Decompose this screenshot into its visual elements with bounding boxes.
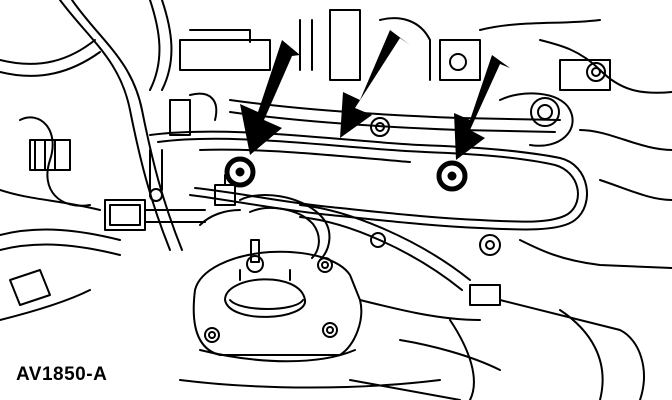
diagonal-hose bbox=[214, 174, 471, 291]
left-hose-bundle bbox=[0, 0, 183, 321]
cross-member bbox=[349, 299, 501, 400]
right-side-components bbox=[370, 129, 672, 400]
callout-arrow-left bbox=[240, 40, 300, 155]
callout-arrow-right bbox=[454, 55, 510, 160]
callout-arrow-center bbox=[340, 30, 410, 138]
hose-clamp bbox=[104, 149, 206, 231]
highlighted-fastener-left bbox=[224, 156, 256, 188]
coolant-elbow bbox=[199, 194, 331, 261]
intake-manifold bbox=[169, 9, 672, 147]
highlighted-fastener-right bbox=[436, 160, 468, 192]
figure-label: AV1850-A bbox=[16, 364, 108, 385]
engine-mount bbox=[179, 239, 441, 389]
